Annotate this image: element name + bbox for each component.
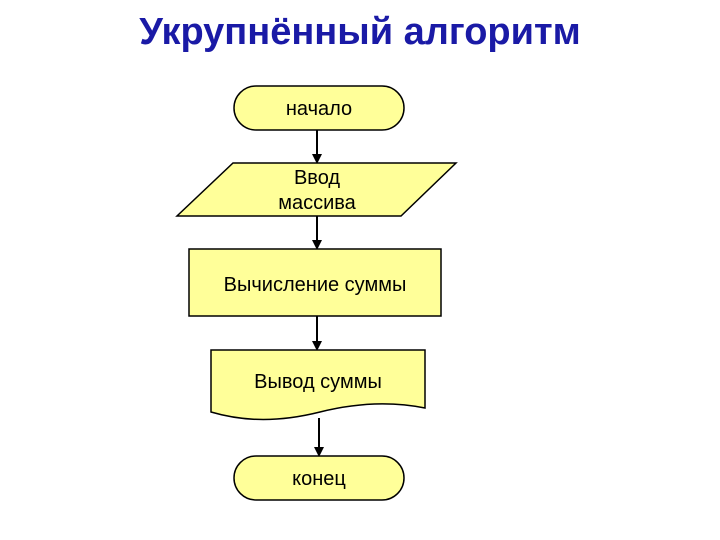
end-node: конец xyxy=(233,455,405,501)
start-node: начало xyxy=(233,85,405,131)
process-node: Вычисление суммы xyxy=(188,248,442,317)
end-node-label: конец xyxy=(292,468,346,490)
input-node-label-line1: Ввод xyxy=(294,167,340,189)
output-node-shape xyxy=(210,349,426,421)
output-node: Вывод суммы xyxy=(210,349,426,421)
input-node-label-line2: массива xyxy=(278,192,356,214)
process-node-label: Вычисление суммы xyxy=(224,274,407,296)
end-node-shape xyxy=(233,455,405,501)
start-node-shape xyxy=(233,85,405,131)
input-node-shape xyxy=(175,162,458,217)
start-node-label: начало xyxy=(286,98,352,120)
process-node-shape xyxy=(188,248,442,317)
diagram-title: Укрупнённый алгоритм xyxy=(139,11,581,53)
output-node-label: Вывод суммы xyxy=(254,371,382,393)
input-node: Ввод массива xyxy=(175,162,458,217)
